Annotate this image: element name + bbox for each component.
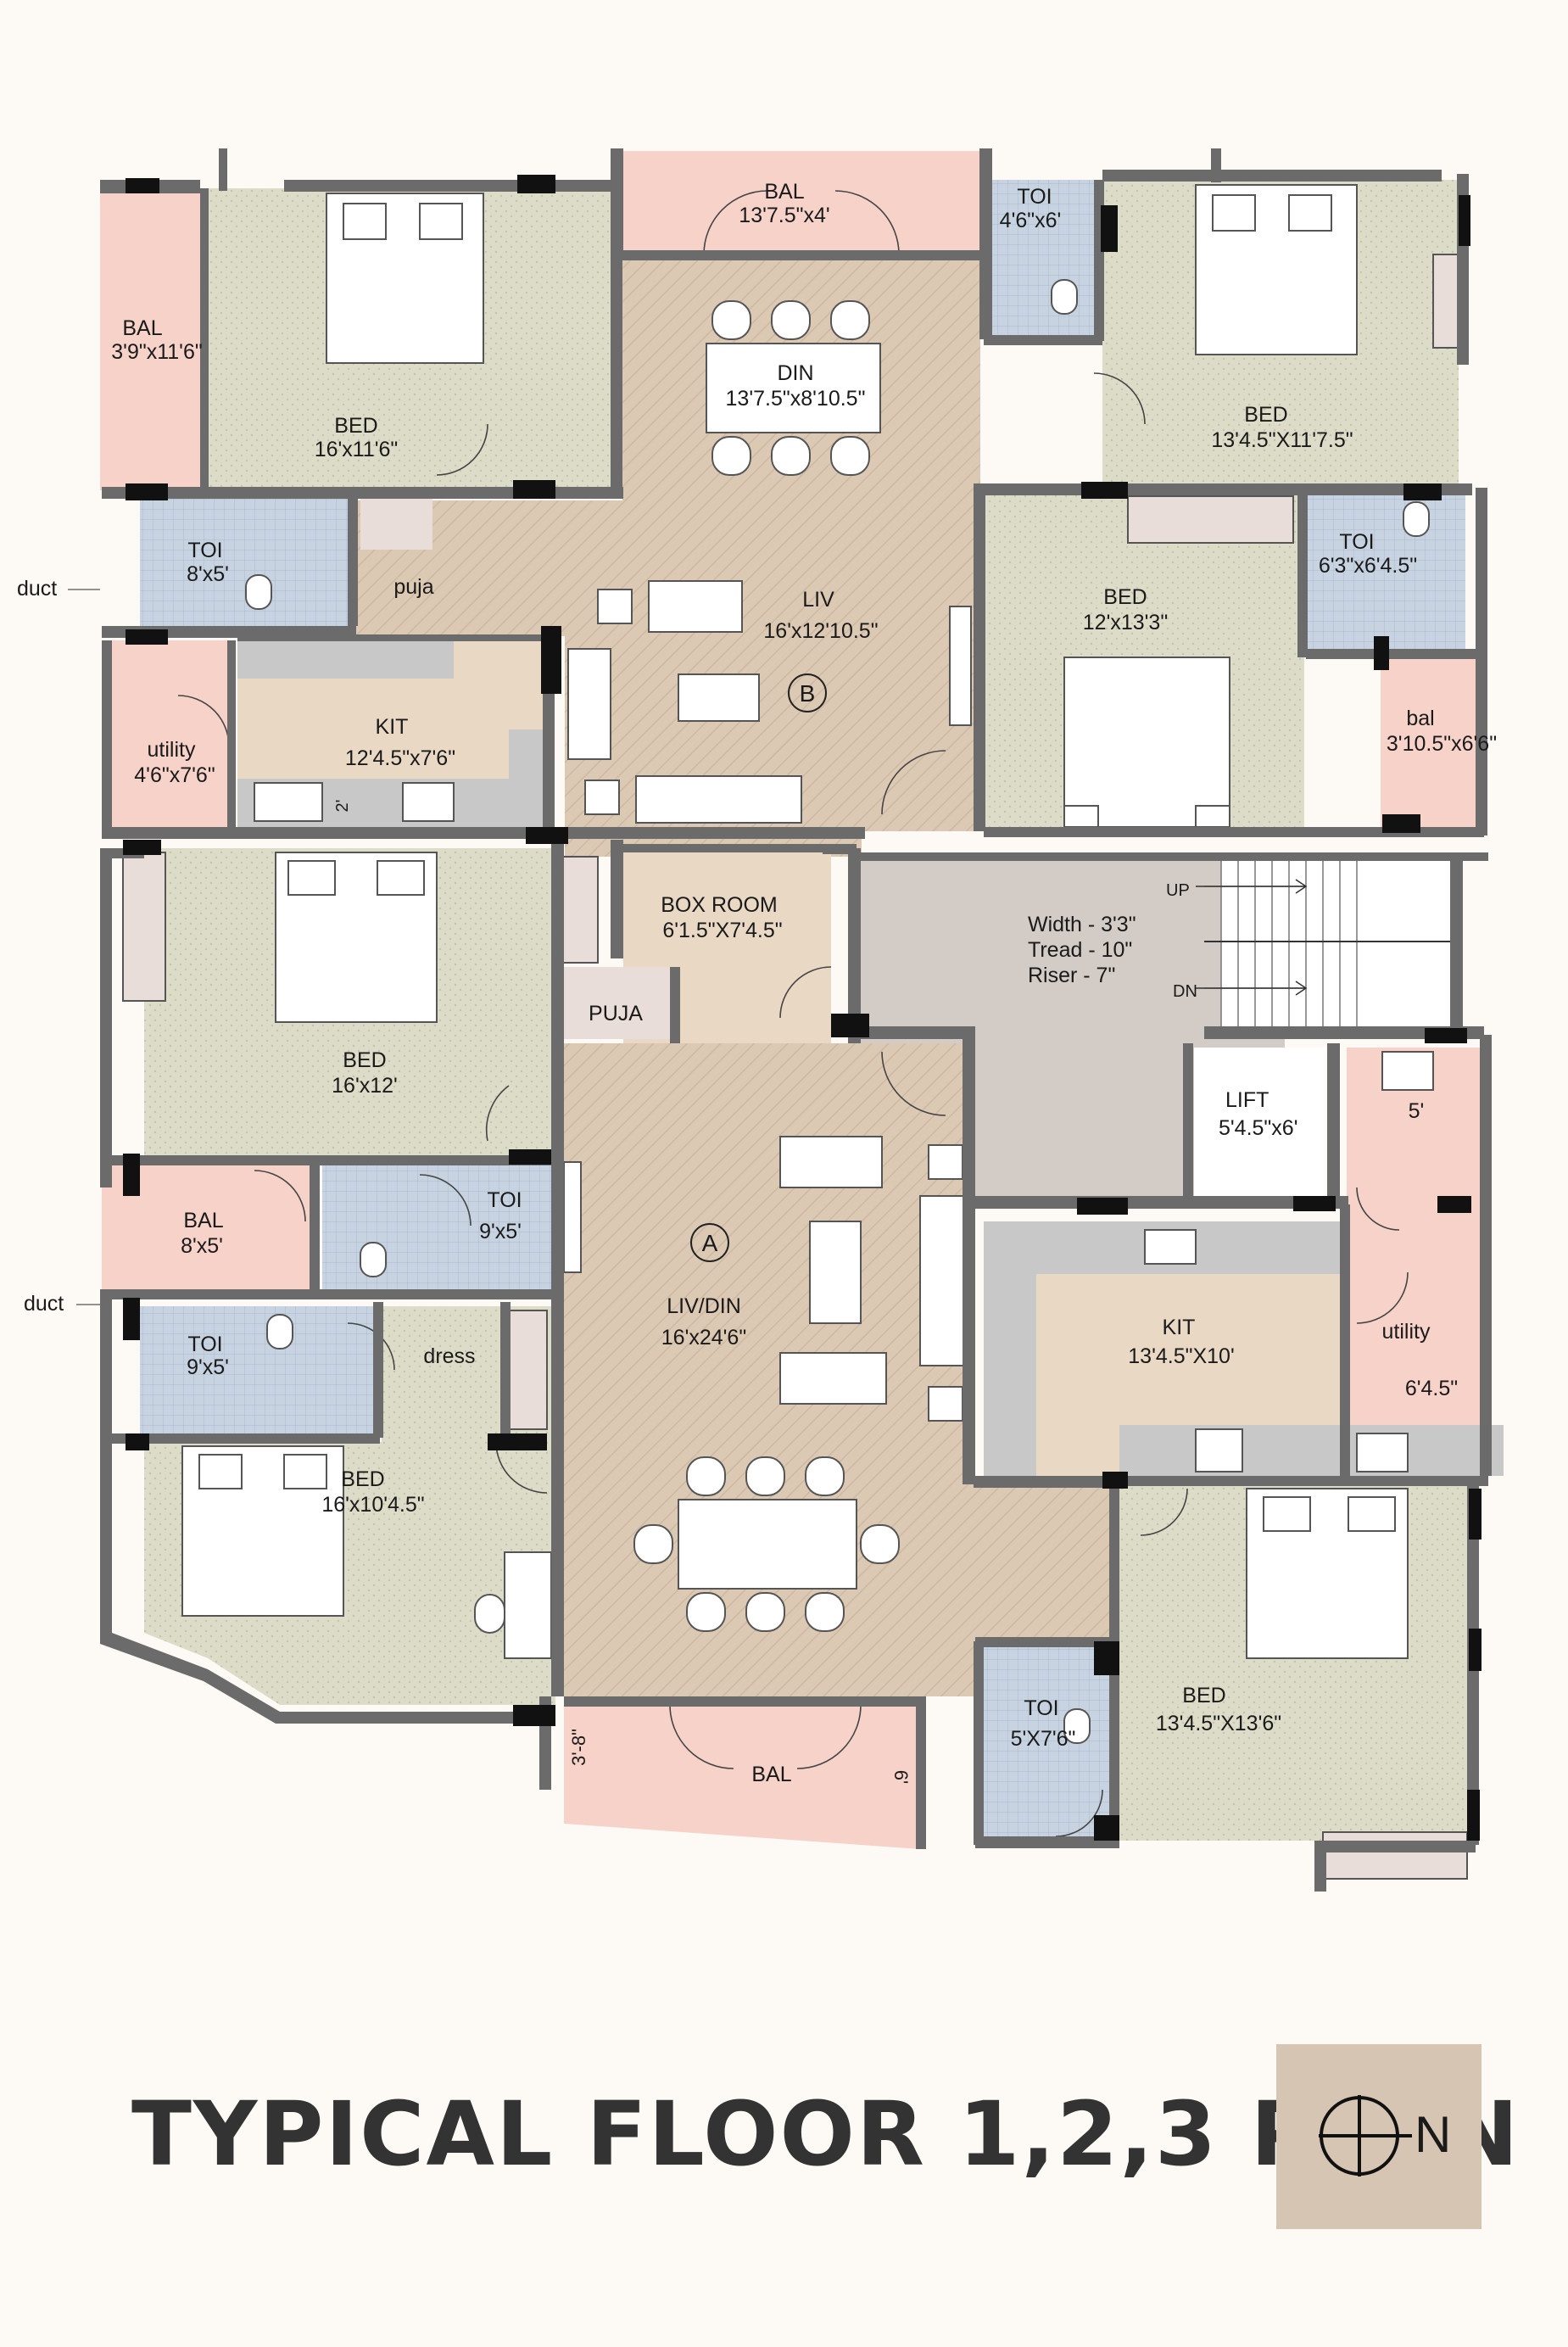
- bed-nw-name: BED: [334, 414, 377, 438]
- lift-name: LIFT: [1225, 1088, 1269, 1112]
- columns: [123, 175, 1482, 1841]
- duct-top-label: duct: [17, 577, 57, 601]
- din-dim: 13'7.5"x8'10.5": [726, 387, 866, 411]
- bed-ne-dim: 13'4.5"X11'7.5": [1211, 428, 1353, 452]
- bal-small-dim: 3'10.5"x6'6": [1387, 732, 1497, 756]
- stair-tread: Tread - 10": [1028, 938, 1132, 962]
- bed-a3-dim: 13'4.5"X13'6": [1156, 1712, 1281, 1735]
- toi-a3-area: [984, 1646, 1111, 1841]
- utility-a-dim: 6'4.5": [1405, 1377, 1458, 1400]
- toi-top-name: TOI: [1017, 185, 1052, 209]
- stair-riser: Riser - 7": [1028, 964, 1115, 987]
- bed-nw-dim: 16'x11'6": [315, 438, 399, 461]
- duct-bottom-label: duct: [24, 1292, 64, 1316]
- toi-a2-area: [140, 1306, 373, 1433]
- stair-arrows: [1196, 879, 1308, 996]
- bal-bottom-dim-left: 3'-8": [568, 1729, 589, 1766]
- puja-top-label: puja: [393, 575, 433, 599]
- utility-a-area: [1347, 1048, 1482, 1476]
- toi-nw-area: [140, 499, 352, 626]
- north-compass: N: [1276, 2044, 1482, 2229]
- toi-nw-name: TOI: [187, 539, 222, 562]
- lift-dim: 5'4.5"x6': [1219, 1116, 1297, 1140]
- kit-a-name: KIT: [1163, 1316, 1196, 1339]
- floor-plan: BAL 13'7.5"x4' TOI 4'6"x6' BAL 3'9"x11'6…: [17, 148, 1504, 1892]
- bal-small-name: bal: [1406, 707, 1434, 730]
- bed-a2-name: BED: [341, 1467, 384, 1491]
- toi-top-dim: 4'6"x6': [1000, 209, 1062, 232]
- bed-b2-dim: 12'x13'3": [1083, 611, 1168, 634]
- toi-top-area: [984, 180, 1102, 343]
- bal-a-name: BAL: [183, 1209, 223, 1232]
- bal-bottom-dim-right: 6': [890, 1770, 912, 1784]
- toi-ne-dim: 6'3"x6'4.5": [1319, 554, 1417, 578]
- util-a-top-dim: 5': [1409, 1099, 1425, 1123]
- kit-a-counter-left: [984, 1221, 1036, 1476]
- svg-text:B: B: [800, 680, 816, 707]
- toi-nw-dim: 8'x5': [187, 562, 229, 586]
- dress-label: dress: [423, 1344, 475, 1368]
- kit-b-dim: 12'4.5"x7'6": [345, 746, 455, 770]
- bed-a2-dim: 16'x10'4.5": [321, 1493, 424, 1517]
- toi-a1-dim: 9'x5': [479, 1220, 522, 1243]
- furniture: [122, 184, 1468, 1880]
- bal-left-name: BAL: [122, 316, 162, 340]
- stair-width: Width - 3'3": [1028, 913, 1136, 936]
- puja-a-label: PUJA: [589, 1002, 643, 1025]
- boxroom-dim: 6'1.5"X7'4.5": [662, 919, 782, 942]
- bal-left-dim: 3'9"x11'6": [111, 340, 202, 364]
- kit-a-dim: 13'4.5"X10': [1128, 1344, 1234, 1368]
- stair-up-label: UP: [1166, 881, 1190, 900]
- bed-b2-name: BED: [1103, 585, 1147, 609]
- duct-leaders: [68, 589, 100, 1305]
- utility-a-name: utility: [1382, 1320, 1431, 1344]
- svg-text:A: A: [702, 1230, 718, 1256]
- bal-top-dim: 13'7.5"x4': [739, 204, 829, 227]
- kit-b-name: KIT: [376, 715, 409, 739]
- kit-b-counter-dim: 2': [333, 800, 352, 813]
- toi-a1-name: TOI: [487, 1188, 522, 1212]
- toi-ne-name: TOI: [1339, 530, 1374, 554]
- bal-bottom-name: BAL: [751, 1763, 791, 1786]
- bed-a1-dim: 16'x12': [332, 1074, 398, 1098]
- bed-ne-name: BED: [1244, 403, 1287, 427]
- compass-icon: [1319, 2095, 1412, 2177]
- stair-treads: [1204, 852, 1459, 1031]
- bed-a3-name: BED: [1182, 1684, 1225, 1707]
- puja-top-area: [360, 499, 432, 550]
- bal-bottom-area: [564, 1696, 920, 1849]
- toi-a3-dim: 5'X7'6": [1011, 1727, 1076, 1751]
- lift-area: [1194, 1048, 1325, 1196]
- bal-a-dim: 8'x5': [181, 1234, 223, 1258]
- liv-dim: 16'x12'10.5": [763, 619, 878, 643]
- livdin-dim: 16'x24'6": [661, 1326, 746, 1350]
- liv-name: LIV: [802, 588, 834, 612]
- toi-ne-area: [1304, 492, 1465, 653]
- boxroom-name: BOX ROOM: [661, 893, 778, 917]
- bal-top-name: BAL: [764, 180, 804, 204]
- utility-b-name: utility: [148, 738, 196, 762]
- toi-a2-name: TOI: [187, 1333, 222, 1356]
- flat-a-marker: A: [690, 1223, 729, 1262]
- din-name: DIN: [777, 361, 813, 385]
- toi-a3-name: TOI: [1024, 1696, 1058, 1720]
- livdin-name: LIV/DIN: [667, 1294, 741, 1318]
- flat-b-marker: B: [788, 673, 827, 712]
- stair-dn-label: DN: [1173, 982, 1197, 1001]
- toi-a2-dim: 9'x5': [187, 1355, 229, 1379]
- walls: [100, 148, 1492, 1892]
- puja-a-area: [564, 967, 670, 1039]
- bal-left-area: [100, 193, 200, 490]
- north-label: N: [1415, 2106, 1452, 2163]
- utility-b-dim: 4'6"x7'6": [134, 763, 215, 787]
- bal-small-area: [1381, 657, 1487, 827]
- bal-top-area: [623, 151, 979, 253]
- bed-a1-name: BED: [343, 1048, 386, 1072]
- utility-b-area: [110, 640, 231, 827]
- kit-b-counter-top: [237, 640, 454, 679]
